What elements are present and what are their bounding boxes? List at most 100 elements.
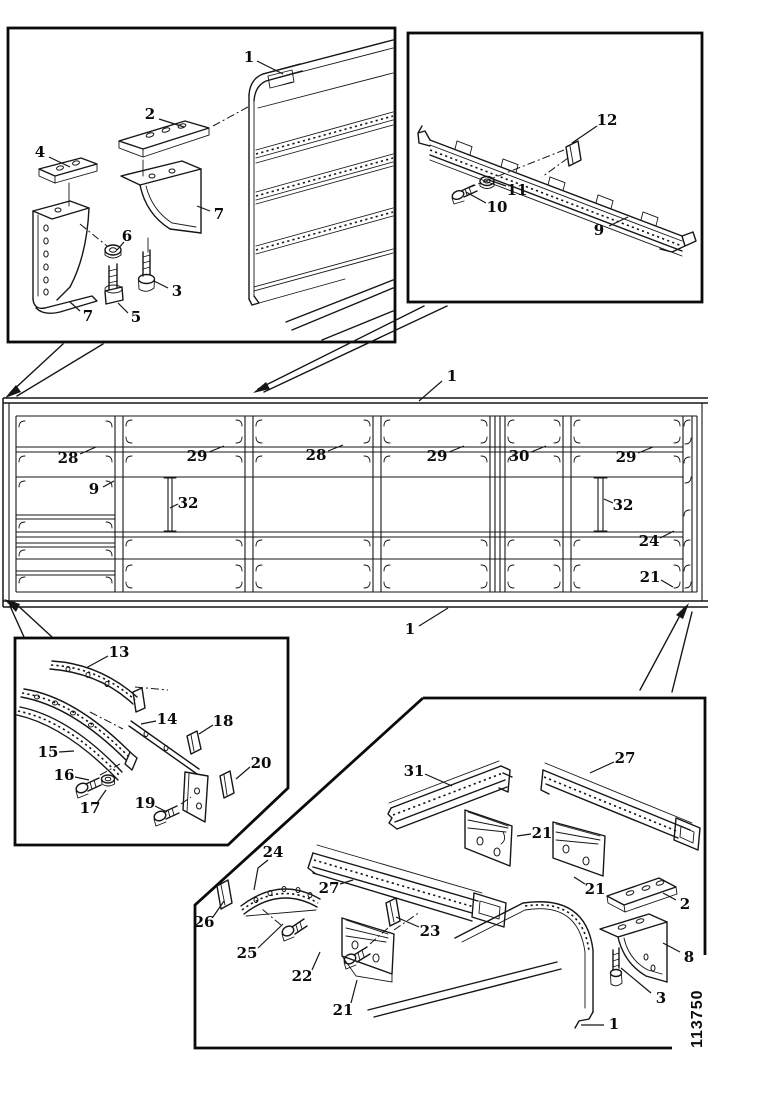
part-16-bolt [75, 777, 102, 799]
part-11-nut [479, 175, 495, 189]
part-1-sideboard-panel [248, 39, 394, 341]
callout-7: 7 [214, 205, 224, 223]
callout-leader-14 [140, 720, 157, 725]
part-6-nut [104, 244, 122, 259]
part-23-plate [385, 897, 401, 927]
part-21-bracket-c [341, 917, 395, 983]
callout-leader-28 [79, 446, 97, 455]
assembly-axis-line [261, 908, 282, 926]
callout-leader-15 [58, 750, 75, 753]
part-17-nut [100, 774, 116, 787]
part-7-bracket-right [120, 160, 202, 253]
callout-leader-4 [48, 156, 71, 168]
callout-20: 20 [251, 754, 272, 772]
callout-leader-1 [418, 607, 449, 627]
callout-leader-16 [74, 776, 90, 781]
callout-8: 8 [684, 948, 694, 966]
callout-leader-23 [395, 916, 420, 928]
callout-2: 2 [680, 895, 690, 913]
callout-leader-5 [117, 302, 129, 314]
callout-leader-32 [603, 498, 614, 504]
callout-leader-12 [571, 125, 598, 144]
part-32-divider-bars [163, 477, 608, 532]
platform-frame [2, 397, 708, 608]
callout-18: 18 [213, 712, 234, 730]
callout-28: 28 [58, 449, 79, 467]
callout-5: 5 [131, 308, 141, 326]
callout-leader-24 [253, 859, 269, 891]
callout-leader-19 [154, 805, 168, 813]
callout-leader-21 [660, 579, 674, 588]
callout-21: 21 [640, 568, 661, 586]
callout-3: 3 [172, 282, 182, 300]
callout-leader-9 [608, 216, 629, 227]
callout-9: 9 [594, 221, 604, 239]
callout-23: 23 [420, 922, 441, 940]
callout-leader-21 [350, 979, 358, 1004]
inset-bottom-right-border [423, 696, 707, 955]
callout-21: 21 [585, 880, 606, 898]
callout-27: 27 [615, 749, 636, 767]
callout-leader-32 [169, 503, 179, 509]
inset-bottom-right-border [193, 696, 672, 1050]
callout-leader-8 [662, 942, 681, 953]
callout-27: 27 [319, 879, 340, 897]
part-5-bolt [104, 263, 124, 305]
part-14-strip-and-plate [128, 720, 209, 823]
drawing-number: 113750 [689, 989, 706, 1048]
part-21-bracket-a [464, 809, 513, 867]
callout-32: 32 [178, 494, 199, 512]
callout-leader-29 [637, 446, 654, 454]
part-27-rail-top [540, 762, 701, 851]
part-20-plate [219, 770, 235, 799]
callout-16: 16 [54, 766, 75, 784]
part-27-rail-mid [307, 844, 507, 928]
callout-21: 21 [333, 1001, 354, 1019]
assembly-axis-line [541, 157, 569, 178]
assembly-axis-line [180, 796, 192, 805]
callout-2: 2 [145, 105, 155, 123]
assembly-axis-line [99, 763, 121, 776]
callout-leader-24 [659, 530, 675, 539]
callout-6: 6 [122, 227, 132, 245]
callout-leader-27 [589, 761, 615, 774]
part-2-clamp-plate-br [606, 877, 678, 913]
assembly-axis-line [369, 927, 389, 945]
callout-32: 32 [613, 496, 634, 514]
callout-leader-22 [311, 951, 321, 971]
callout-leader-10 [465, 191, 487, 204]
arrowhead [4, 599, 20, 612]
callout-leader-3 [620, 967, 652, 994]
inset-bottom-right [193, 696, 707, 1050]
callout-leader-17 [96, 789, 107, 804]
callout-1: 1 [447, 367, 457, 385]
callout-17: 17 [80, 799, 101, 817]
part-24-arch-bracket [240, 886, 321, 917]
part-15-arch-strips [16, 688, 138, 781]
part-22-bolt [343, 946, 371, 970]
part-9-rave-rail [417, 125, 697, 257]
callout-leader-1 [256, 60, 284, 75]
callout-19: 19 [135, 794, 156, 812]
callout-leader-26 [212, 900, 225, 918]
callout-leader-29 [448, 445, 465, 453]
part-10-bolt [451, 184, 478, 205]
callout-9: 9 [89, 480, 99, 498]
callout-7: 7 [83, 307, 93, 325]
callout-leader-30 [530, 445, 547, 453]
part-3-bolt [137, 249, 156, 292]
callout-31: 31 [404, 762, 425, 780]
part-21-bracket-b [552, 821, 606, 877]
part-25-bolt [281, 918, 308, 942]
callout-leader-31 [424, 773, 453, 787]
callout-leader-2 [662, 892, 677, 901]
part-13-arch-strip [49, 660, 146, 713]
part-31-rail [387, 760, 513, 830]
callout-29: 29 [427, 447, 448, 465]
assembly-axis-line [393, 911, 421, 931]
assembly-axis-line [467, 149, 565, 189]
callout-15: 15 [38, 743, 59, 761]
callout-26: 26 [194, 913, 215, 931]
callout-leader-3 [153, 280, 169, 289]
part-1-panel-corner [367, 901, 594, 1029]
